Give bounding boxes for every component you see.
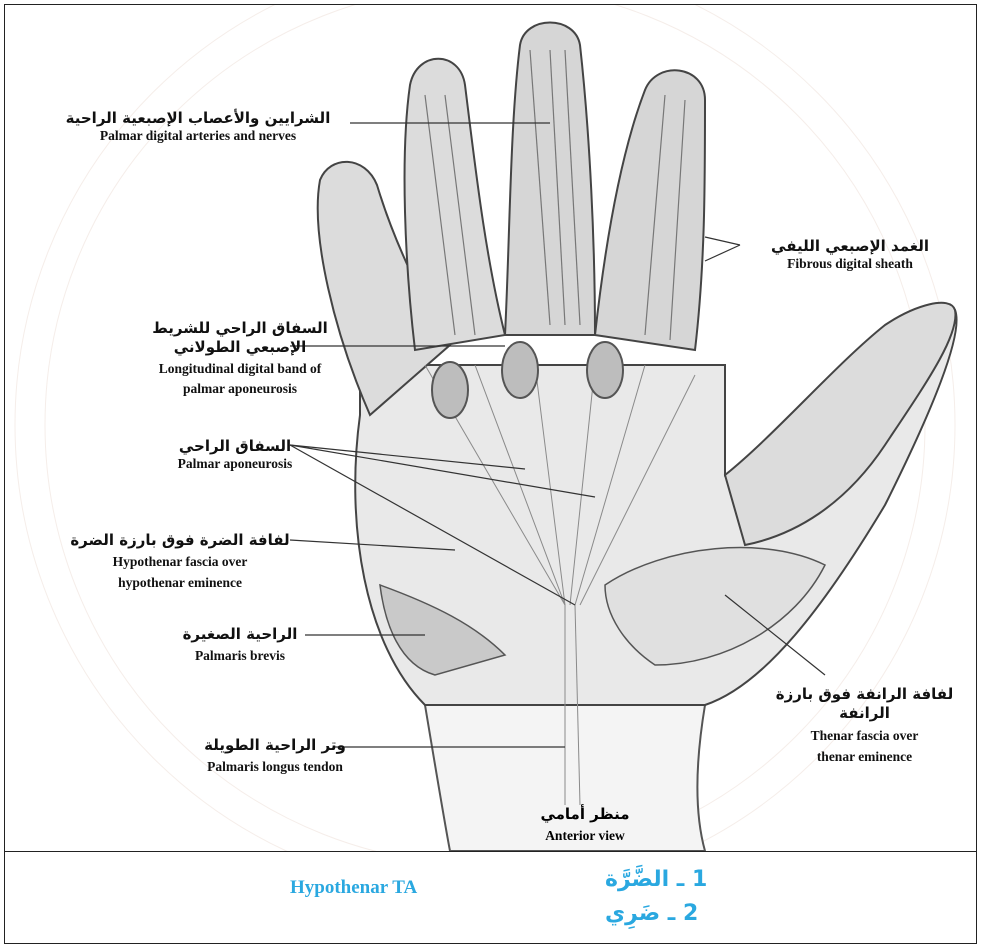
label-longitudinal-band-ar2: الإصبعي الطولاني (120, 338, 360, 357)
label-thenar-fascia-ar: لفافة الرانفة فوق بارزة الرانفة (757, 685, 972, 723)
view-caption: منظر أمامي Anterior view (510, 805, 660, 844)
footer-item-2: 2 ـ ضَرِي (605, 901, 698, 926)
label-palmar-aponeurosis-en: Palmar aponeurosis (135, 456, 335, 473)
label-palmar-aponeurosis: السفاق الراحي Palmar aponeurosis (135, 437, 335, 473)
footer-divider (5, 851, 976, 852)
label-fibrous-sheath: الغمد الإصبعي الليفي Fibrous digital she… (750, 237, 950, 273)
hand-anatomy-figure: الشرايين والأعصاب الإصبعية الراحية Palma… (5, 5, 976, 851)
label-thenar-fascia: لفافة الرانفة فوق بارزة الرانفة Thenar f… (757, 685, 972, 766)
label-longitudinal-band-ar1: السفاق الراحي للشريط (120, 319, 360, 338)
label-palmar-aponeurosis-ar: السفاق الراحي (135, 437, 335, 456)
label-digital-arteries-ar: الشرايين والأعصاب الإصبعية الراحية (33, 109, 363, 128)
label-thenar-fascia-en2: thenar eminence (757, 749, 972, 766)
label-digital-arteries: الشرايين والأعصاب الإصبعية الراحية Palma… (33, 109, 363, 145)
label-palmaris-brevis: الراحية الصغيرة Palmaris brevis (155, 625, 325, 665)
label-digital-arteries-en: Palmar digital arteries and nerves (33, 128, 363, 145)
label-longitudinal-band-en1: Longitudinal digital band of (120, 361, 360, 378)
label-palmaris-brevis-ar: الراحية الصغيرة (155, 625, 325, 644)
label-thenar-fascia-en1: Thenar fascia over (757, 728, 972, 745)
label-hypothenar-fascia: لفافة الضرة فوق بارزة الضرة Hypothenar f… (65, 531, 295, 592)
label-hypothenar-fascia-en2: hypothenar eminence (65, 575, 295, 592)
label-palmaris-longus-en: Palmaris longus tendon (175, 759, 375, 776)
footer-term-en: Hypothenar TA (290, 877, 417, 899)
label-hypothenar-fascia-en1: Hypothenar fascia over (65, 554, 295, 571)
footer-item-1: 1 ـ الضَّرَّة (605, 867, 707, 892)
label-fibrous-sheath-ar: الغمد الإصبعي الليفي (750, 237, 950, 256)
label-palmaris-brevis-en: Palmaris brevis (155, 648, 325, 665)
label-longitudinal-band: السفاق الراحي للشريط الإصبعي الطولاني Lo… (120, 319, 360, 398)
view-caption-ar: منظر أمامي (510, 805, 660, 823)
label-fibrous-sheath-en: Fibrous digital sheath (750, 256, 950, 273)
view-caption-en: Anterior view (510, 828, 660, 844)
label-palmaris-longus-ar: وتر الراحية الطويلة (175, 736, 375, 755)
label-longitudinal-band-en2: palmar aponeurosis (120, 381, 360, 398)
label-palmaris-longus: وتر الراحية الطويلة Palmaris longus tend… (175, 736, 375, 776)
label-hypothenar-fascia-ar: لفافة الضرة فوق بارزة الضرة (65, 531, 295, 550)
figure-frame: الشرايين والأعصاب الإصبعية الراحية Palma… (4, 4, 977, 944)
